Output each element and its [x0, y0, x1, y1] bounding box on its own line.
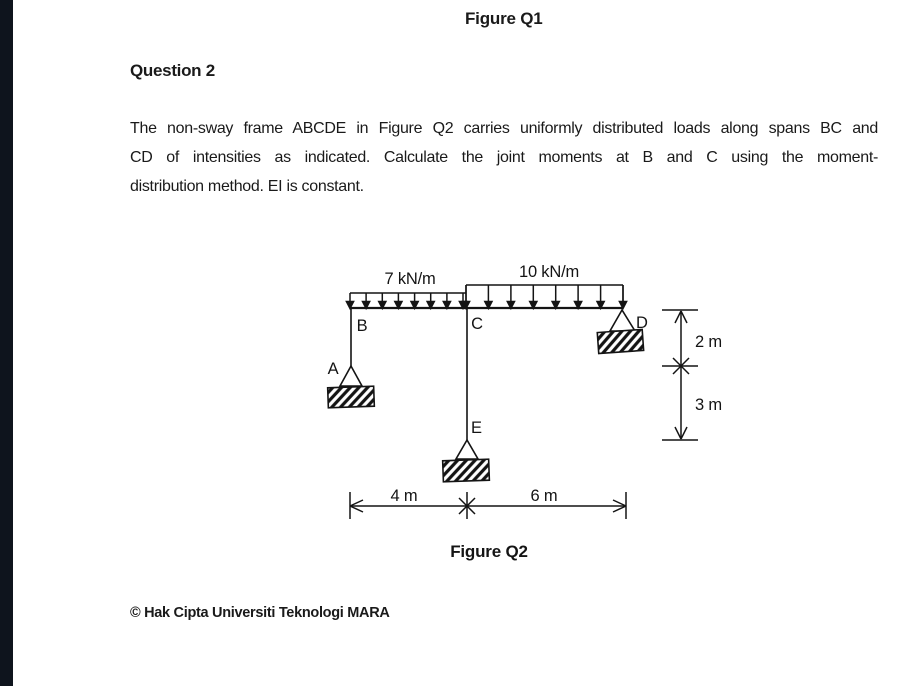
- copyright-footer: © Hak Cipta Universiti Teknologi MARA: [130, 605, 390, 621]
- udl-bc-label: 7 kN/m: [384, 270, 435, 288]
- vertical-dimension-lines: [662, 309, 698, 441]
- joint-label-c: C: [471, 315, 483, 333]
- pin-support-d-icon: [608, 308, 637, 332]
- udl-bc-arrows: [345, 292, 468, 311]
- joint-label-a: A: [328, 360, 339, 378]
- joint-label-d: D: [636, 314, 648, 332]
- figure-q2-diagram: 7 kN/m 10 kN/m A B C D E: [300, 255, 740, 570]
- support-d-foundation: [596, 328, 645, 355]
- dim-upper-height: 2 m: [695, 333, 722, 351]
- question-paragraph: The non-sway frame ABCDE in Figure Q2 ca…: [130, 114, 878, 201]
- joint-label-e: E: [471, 419, 482, 437]
- support-e-foundation: [441, 458, 491, 483]
- page-edge-sidebar: [0, 0, 13, 686]
- pin-support-a-icon: [338, 364, 364, 387]
- paragraph-line: CD of intensities as indicated. Calculat…: [130, 149, 878, 166]
- paragraph-line: distribution method. EI is constant.: [130, 178, 364, 195]
- column-ce-support-e: [441, 308, 491, 483]
- dim-lower-height: 3 m: [695, 396, 722, 414]
- support-a-foundation: [326, 385, 376, 409]
- frame-diagram-svg: 7 kN/m 10 kN/m A B C D E: [326, 263, 722, 561]
- column-ba-support-a: [326, 308, 376, 409]
- udl-cd-label: 10 kN/m: [519, 263, 579, 281]
- question-heading: Question 2: [130, 61, 215, 80]
- paragraph-line: The non-sway frame ABCDE in Figure Q2 ca…: [130, 120, 878, 137]
- dim-span-cd: 6 m: [531, 487, 558, 505]
- udl-cd-arrows: [461, 284, 628, 311]
- page-title: Figure Q1: [465, 9, 543, 28]
- support-d: [596, 308, 645, 355]
- horizontal-dimension-lines: [349, 492, 627, 519]
- dim-span-bc: 4 m: [391, 487, 418, 505]
- joint-label-b: B: [357, 317, 368, 335]
- pin-support-e-icon: [454, 438, 480, 460]
- figure-caption: Figure Q2: [450, 542, 528, 561]
